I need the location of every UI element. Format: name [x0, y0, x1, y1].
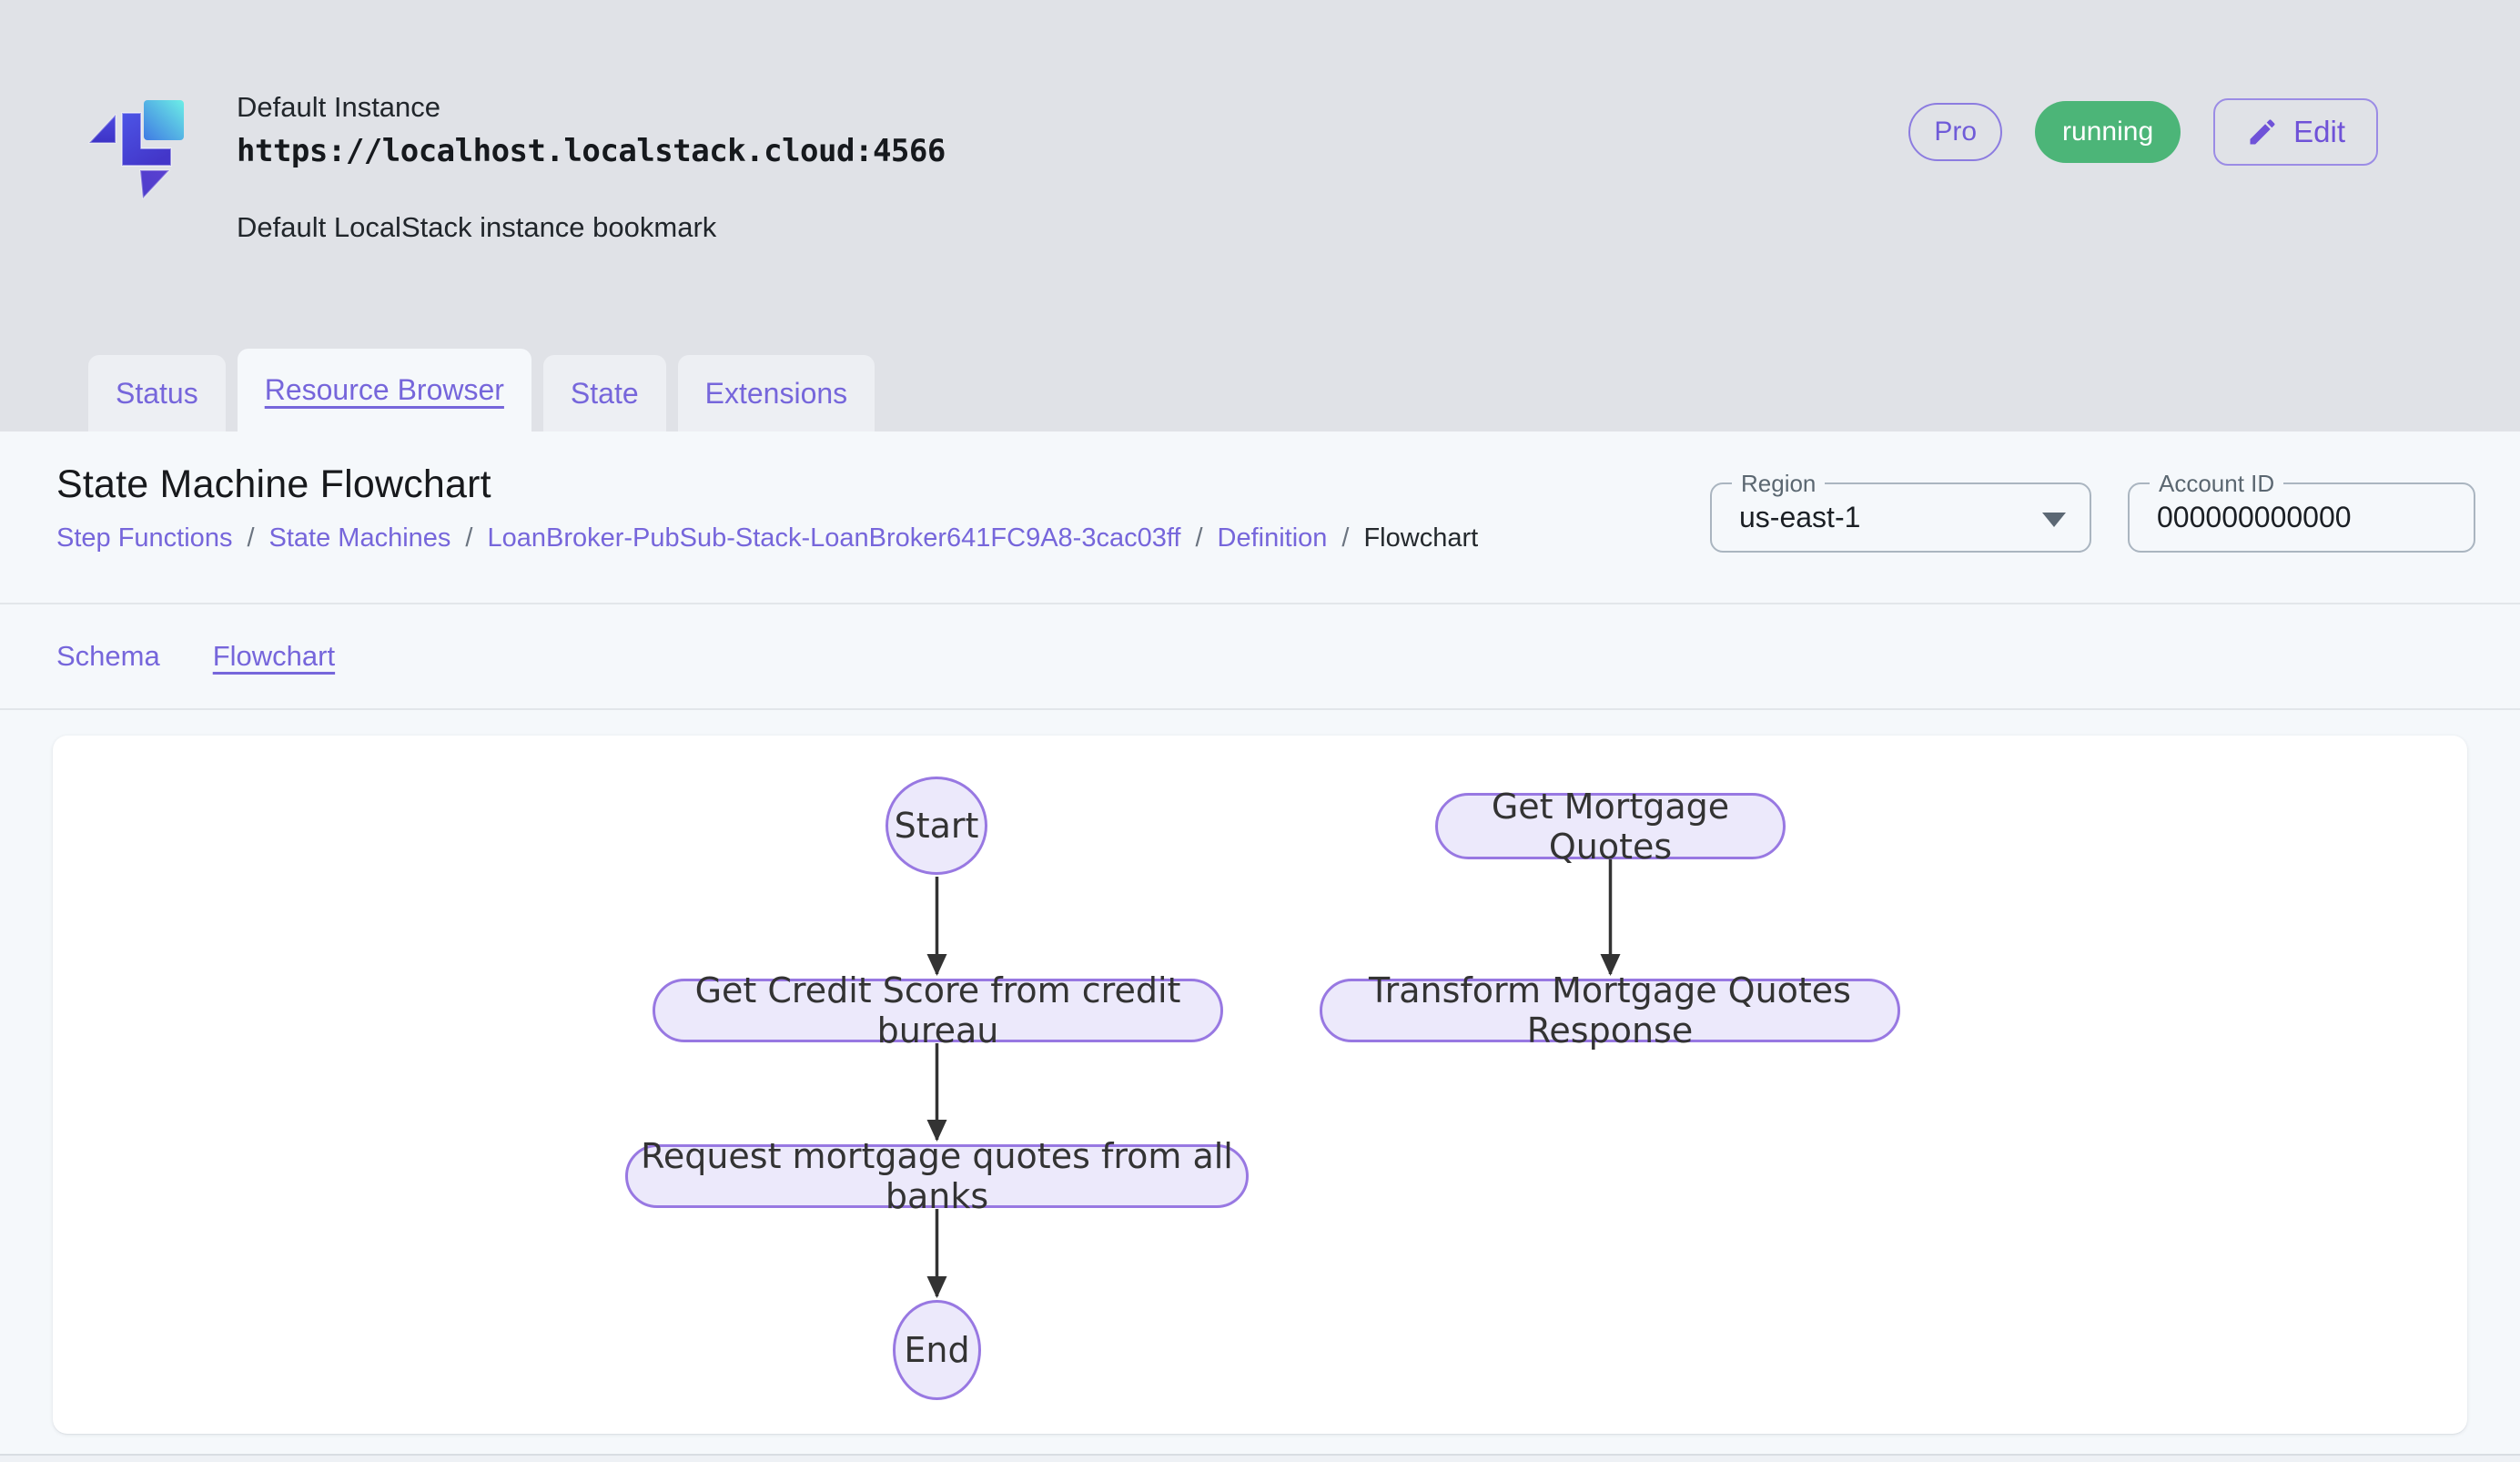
breadcrumb-separator: / — [1341, 523, 1350, 553]
flowchart-node-get-mortgage-quotes: Get Mortgage Quotes — [1435, 787, 1786, 867]
header-controls: Region us-east-1 Account ID — [1710, 470, 2475, 553]
breadcrumb-separator: / — [247, 523, 255, 553]
flowchart-node-get-credit-score: Get Credit Score from credit bureau — [653, 970, 1223, 1051]
resource-browser-panel: State Machine Flowchart Step Functions /… — [0, 431, 2520, 1462]
account-id-field: Account ID — [2128, 470, 2475, 553]
bottom-divider — [0, 1454, 2520, 1462]
region-select-label: Region — [1732, 470, 1826, 498]
region-select-value: us-east-1 — [1739, 501, 1861, 533]
breadcrumb-state-machines[interactable]: State Machines — [268, 523, 451, 553]
flowchart-node-request-quotes: Request mortgage quotes from all banks — [625, 1136, 1249, 1216]
subtab-schema[interactable]: Schema — [56, 640, 160, 672]
definition-subtabs: Schema Flowchart — [0, 604, 2520, 710]
instance-header: Default Instance https://localhost.local… — [82, 91, 2378, 244]
dropdown-caret-icon — [2042, 512, 2066, 527]
flowchart-canvas: Start Get Credit Score from credit burea… — [53, 736, 2467, 1434]
pencil-icon — [2250, 119, 2275, 145]
instance-meta: Default Instance https://localhost.local… — [237, 91, 946, 244]
flowchart-edges — [926, 859, 1621, 1298]
breadcrumb-flowchart: Flowchart — [1363, 523, 1479, 553]
panel-header: State Machine Flowchart Step Functions /… — [0, 431, 2520, 604]
header-actions: Pro running Edit — [1908, 98, 2378, 166]
localstack-logo-icon — [82, 91, 189, 213]
flowchart-node-transform-response: Transform Mortgage Quotes Response — [1320, 970, 1900, 1051]
tab-extensions[interactable]: Extensions — [677, 355, 875, 431]
tab-status[interactable]: Status — [88, 355, 226, 431]
region-select[interactable]: Region us-east-1 — [1710, 470, 2091, 553]
flowchart-node-end: End — [893, 1300, 981, 1400]
account-id-label: Account ID — [2150, 470, 2284, 498]
breadcrumb-state-machine-id[interactable]: LoanBroker-PubSub-Stack-LoanBroker641FC9… — [487, 523, 1181, 553]
tab-resource-browser[interactable]: Resource Browser — [237, 349, 531, 431]
main-tabs: Status Resource Browser State Extensions — [88, 349, 875, 431]
tab-state[interactable]: State — [542, 355, 666, 431]
breadcrumb-separator: / — [1195, 523, 1203, 553]
instance-url: https://localhost.localstack.cloud:4566 — [237, 133, 946, 169]
instance-description: Default LocalStack instance bookmark — [237, 211, 717, 243]
breadcrumb: Step Functions / State Machines / LoanBr… — [56, 523, 2520, 553]
breadcrumb-step-functions[interactable]: Step Functions — [56, 523, 233, 553]
edit-button-label: Edit — [2293, 115, 2345, 148]
status-badge: running — [2035, 101, 2181, 163]
flowchart-node-start: Start — [886, 777, 987, 875]
subtab-flowchart[interactable]: Flowchart — [212, 640, 336, 672]
breadcrumb-definition[interactable]: Definition — [1217, 523, 1328, 553]
instance-name: Default Instance — [237, 91, 441, 123]
edit-button[interactable]: Edit — [2213, 98, 2378, 166]
account-id-input[interactable] — [2130, 501, 2474, 534]
page-title: State Machine Flowchart — [56, 462, 491, 506]
pro-badge: Pro — [1908, 103, 2003, 161]
breadcrumb-separator: / — [465, 523, 473, 553]
